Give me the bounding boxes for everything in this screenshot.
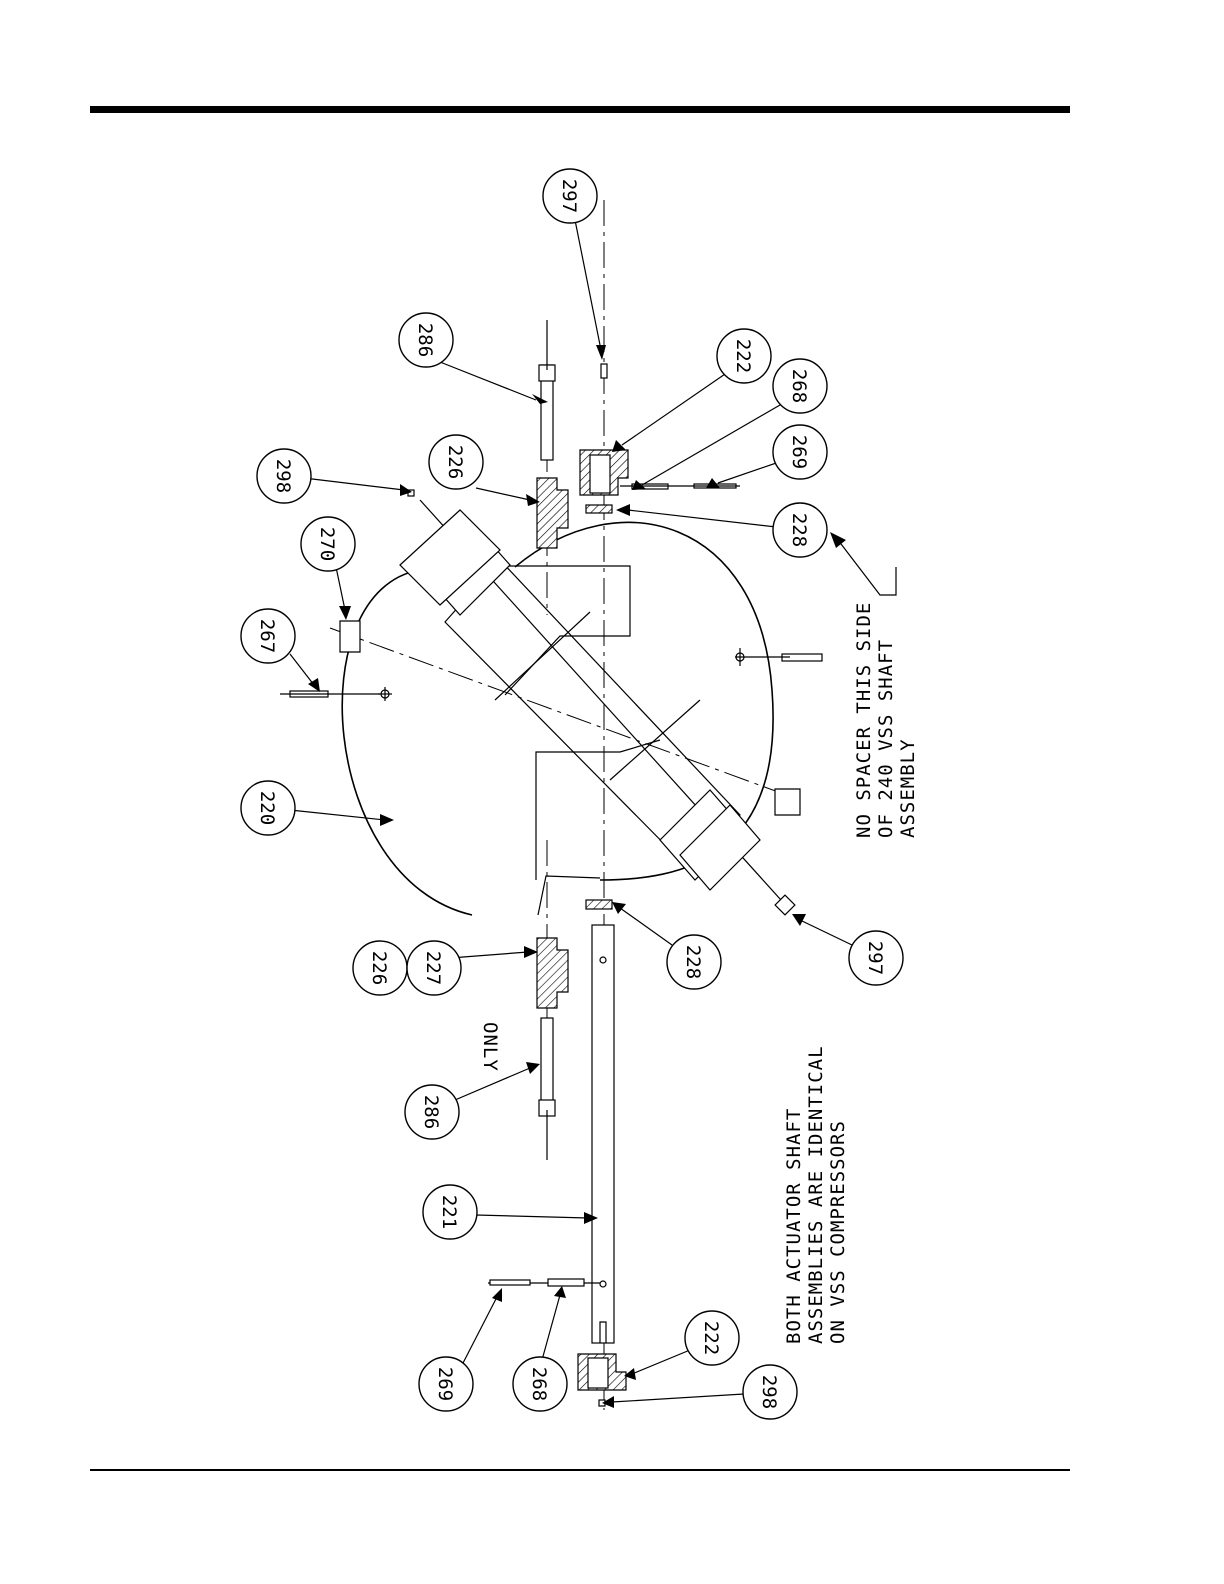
- diagonal-axis: [330, 628, 800, 800]
- svg-text:NO SPACER THIS SIDE: NO SPACER THIS SIDE: [853, 602, 875, 838]
- svg-text:226: 226: [444, 445, 466, 479]
- svg-text:268: 268: [788, 369, 810, 403]
- callout-268-lower: 268: [513, 1357, 567, 1411]
- spacer-226-227-lower: [537, 938, 568, 1008]
- callout-220: 220: [241, 781, 295, 835]
- svg-text:222: 222: [700, 1321, 722, 1355]
- callout-228-top: 228: [773, 503, 827, 557]
- svg-text:227: 227: [422, 951, 444, 985]
- bushing-222-lower-bore: [588, 1358, 608, 1388]
- svg-text:298: 298: [758, 1375, 780, 1409]
- svg-text:BOTH ACTUATOR SHAFT: BOTH ACTUATOR SHAFT: [783, 1108, 805, 1344]
- callout-267: 267: [241, 609, 295, 663]
- nut-270: [340, 621, 360, 652]
- disc-cutout-lower: [536, 740, 660, 915]
- washer-228-lower: [586, 900, 612, 909]
- svg-text:297: 297: [864, 941, 886, 975]
- svg-text:221: 221: [438, 1195, 460, 1229]
- pin-297-top: [601, 364, 607, 378]
- svg-text:228: 228: [682, 945, 704, 979]
- callout-226-top: 226: [429, 435, 483, 489]
- svg-text:222: 222: [732, 339, 754, 373]
- svg-text:286: 286: [414, 323, 436, 357]
- bolt-286-lower: [541, 1018, 553, 1110]
- svg-text:268: 268: [528, 1367, 550, 1401]
- callout-298-top: 298: [257, 449, 311, 503]
- callout-298-lower: 298: [743, 1365, 797, 1419]
- pin-269-lower: [490, 1280, 530, 1285]
- bushing-222-top-bore: [590, 455, 610, 493]
- note-no-spacer: NO SPACER THIS SIDE OF 240 VSS SHAFT ASS…: [853, 602, 919, 838]
- note-both-actuator: BOTH ACTUATOR SHAFT ASSEMBLIES ARE IDENT…: [783, 1045, 849, 1344]
- callout-226-lower: 226: [353, 941, 407, 995]
- callout-228-lower: 228: [667, 935, 721, 989]
- callout-269-lower: 269: [419, 1357, 473, 1411]
- svg-text:286: 286: [420, 1095, 442, 1129]
- pin-268-lower: [548, 1279, 584, 1286]
- note-only: ONLY: [479, 1022, 501, 1072]
- svg-text:ON VSS COMPRESSORS: ON VSS COMPRESSORS: [827, 1120, 849, 1344]
- shaft-221: [592, 925, 614, 1343]
- svg-text:269: 269: [788, 435, 810, 469]
- callout-286-top: 286: [399, 313, 453, 367]
- svg-text:ASSEMBLY: ASSEMBLY: [897, 738, 919, 838]
- washer-228-top: [586, 505, 612, 513]
- callout-227: 227: [407, 941, 461, 995]
- callout-270: 270: [301, 517, 355, 571]
- callout-221: 221: [423, 1185, 477, 1239]
- callout-269-top: 269: [773, 425, 827, 479]
- pin-297-lower: [775, 895, 795, 915]
- callout-297-lower: 297: [849, 931, 903, 985]
- svg-text:270: 270: [316, 527, 338, 561]
- svg-text:OF 240 VSS SHAFT: OF 240 VSS SHAFT: [875, 639, 897, 838]
- callout-297-top: 297: [543, 169, 597, 223]
- callout-222-top: 222: [717, 329, 771, 383]
- callout-286-lower: 286: [405, 1085, 459, 1139]
- svg-text:ASSEMBLIES ARE IDENTICAL: ASSEMBLIES ARE IDENTICAL: [805, 1045, 827, 1344]
- svg-text:269: 269: [434, 1367, 456, 1401]
- svg-text:297: 297: [558, 179, 580, 213]
- nut-270-right: [775, 789, 800, 815]
- callout-222-lower: 222: [685, 1311, 739, 1365]
- svg-text:267: 267: [256, 619, 278, 653]
- svg-text:298: 298: [272, 459, 294, 493]
- svg-text:228: 228: [788, 513, 810, 547]
- svg-text:220: 220: [256, 791, 278, 825]
- svg-text:226: 226: [368, 951, 390, 985]
- callout-268-top: 268: [773, 359, 827, 413]
